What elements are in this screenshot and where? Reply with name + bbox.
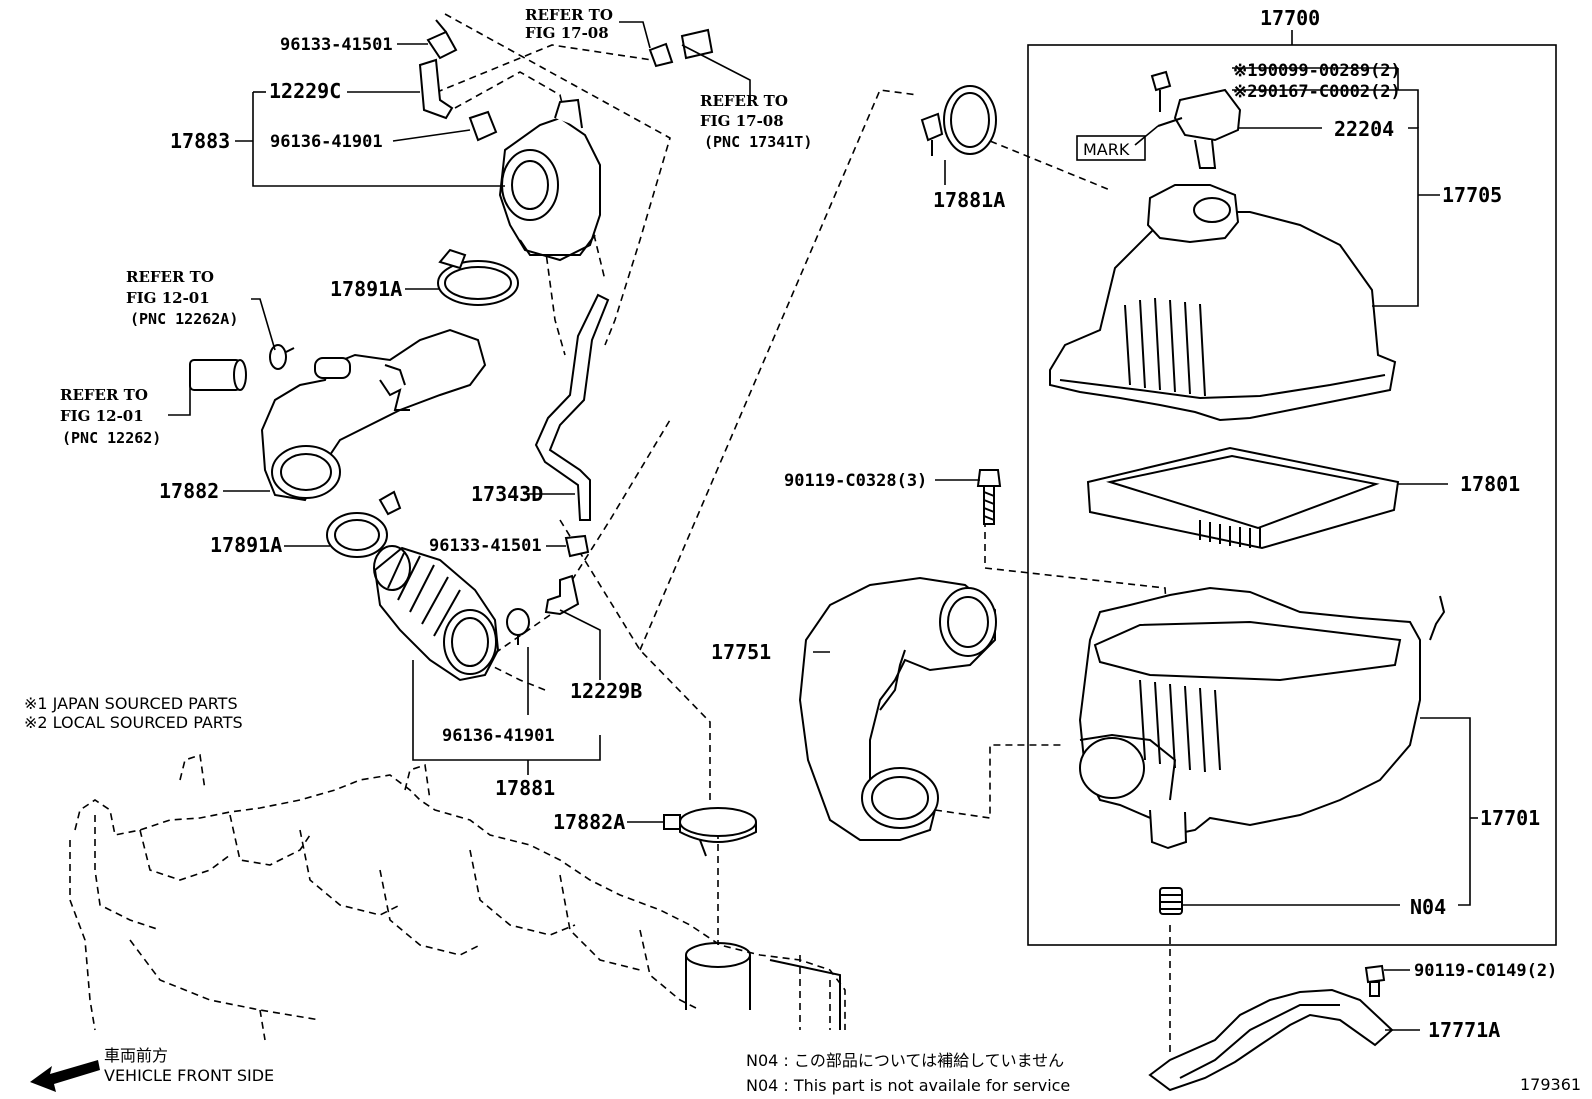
pipe-stub-top [648,28,714,68]
pipe-stub-left [189,359,247,391]
label-290167-C0002: ※290167-C0002(2) [1233,82,1401,102]
clip-96133-41501-bottom [564,534,590,558]
refer3-line3: (PNC 12262A) [130,310,238,328]
note-front-jp: 車両前方 [104,1046,168,1065]
connector-12229B [544,574,580,616]
refer2-line2: FIG 17-08 [700,112,784,130]
label-90119-C0328: 90119-C0328(3) [784,471,927,491]
label-17891A-top: 17891A [330,277,402,301]
bolt-90119-C0328 [976,469,1002,525]
mark-box [1076,135,1146,161]
bellows-hose-17881 [373,545,500,682]
connector-12229C [418,58,454,120]
clamp-17882A [663,807,757,857]
label-17882: 17882 [159,479,219,503]
notes: ※1 JAPAN SOURCED PARTS ※2 LOCAL SOURCED … [24,694,1070,1095]
air-duct-17882 [260,328,487,502]
label-96133-41501-bottom: 96133-41501 [429,536,542,556]
leader-lines [168,21,1478,1031]
mark-label: MARK [1083,140,1130,159]
note-n04-jp: N04 : この部品については補給していません [746,1051,1064,1070]
label-17751: 17751 [711,640,771,664]
vehicle-front-arrow-icon [30,1060,100,1092]
diagram-id: 179361 [1520,1075,1581,1094]
label-17705: 17705 [1442,183,1502,207]
air-cleaner-case-17701 [1078,586,1446,850]
label-17883: 17883 [170,129,230,153]
label-96133-41501-top: 96133-41501 [280,35,393,55]
note-front-en: VEHICLE FRONT SIDE [104,1066,274,1085]
air-filter-17801 [1086,446,1400,550]
clamp-band-17881A [920,85,997,156]
note-n04-en: N04 : This part is not availale for serv… [746,1076,1070,1095]
note-japan-sourced: ※1 JAPAN SOURCED PARTS [24,694,238,713]
clamp-band-17891A-top [437,248,519,306]
label-96136-41901-bottom: 96136-41901 [442,726,555,746]
refer2-line1: REFER TO [700,92,788,110]
label-17881A: 17881A [933,188,1005,212]
air-cleaner-cap-17705 [1049,184,1397,422]
note-local-sourced: ※2 LOCAL SOURCED PARTS [24,713,243,732]
part-number-labels: 96133-41501 12229C 17883 96136-41901 REF… [60,6,1581,1094]
label-90119-C0149: 90119-C0149(2) [1414,961,1557,981]
label-17771A: 17771A [1428,1018,1500,1042]
sensor-22204 [1150,70,1242,169]
refer4-line1: REFER TO [60,386,148,404]
label-17701: 17701 [1480,806,1540,830]
refer4-line3: (PNC 12262) [62,429,161,447]
label-17343D: 17343D [471,482,543,506]
bolt-90119-C0149 [1364,964,1386,997]
label-96136-41901-top: 96136-41901 [270,132,383,152]
refer2-line3: (PNC 17341T) [704,133,812,151]
label-17700: 17700 [1260,6,1320,30]
assembly-17700-box [1027,30,1557,946]
label-190099-00289: ※190099-00289(2) [1233,61,1401,81]
label-22204: 22204 [1334,117,1394,141]
label-N04: N04 [1410,895,1446,919]
refer1-line1: REFER TO [525,6,613,24]
clamp-96136-41901-top [468,110,498,142]
hose-17883 [498,98,601,262]
refer4-line2: FIG 12-01 [60,407,144,425]
refer1-line2: FIG 17-08 [525,24,609,42]
grommet-N04 [1159,887,1183,915]
refer3-line1: REFER TO [126,268,214,286]
clip-96133-41501-top [426,19,458,60]
label-17882A: 17882A [553,810,625,834]
label-17881: 17881 [495,776,555,800]
label-12229C: 12229C [269,79,341,103]
hose-17343D [534,293,610,521]
clamp-96136-41901-bottom [506,608,530,645]
ring-12262A [269,344,295,370]
bracket-17771A [1148,988,1394,1092]
air-duct-17751 [798,576,997,841]
clamp-band-17891A-bottom [326,490,402,558]
label-17891A-bottom: 17891A [210,533,282,557]
engine-head-drawing [69,753,846,1041]
label-12229B: 12229B [570,679,642,703]
refer3-line2: FIG 12-01 [126,289,210,307]
label-17801: 17801 [1460,472,1520,496]
